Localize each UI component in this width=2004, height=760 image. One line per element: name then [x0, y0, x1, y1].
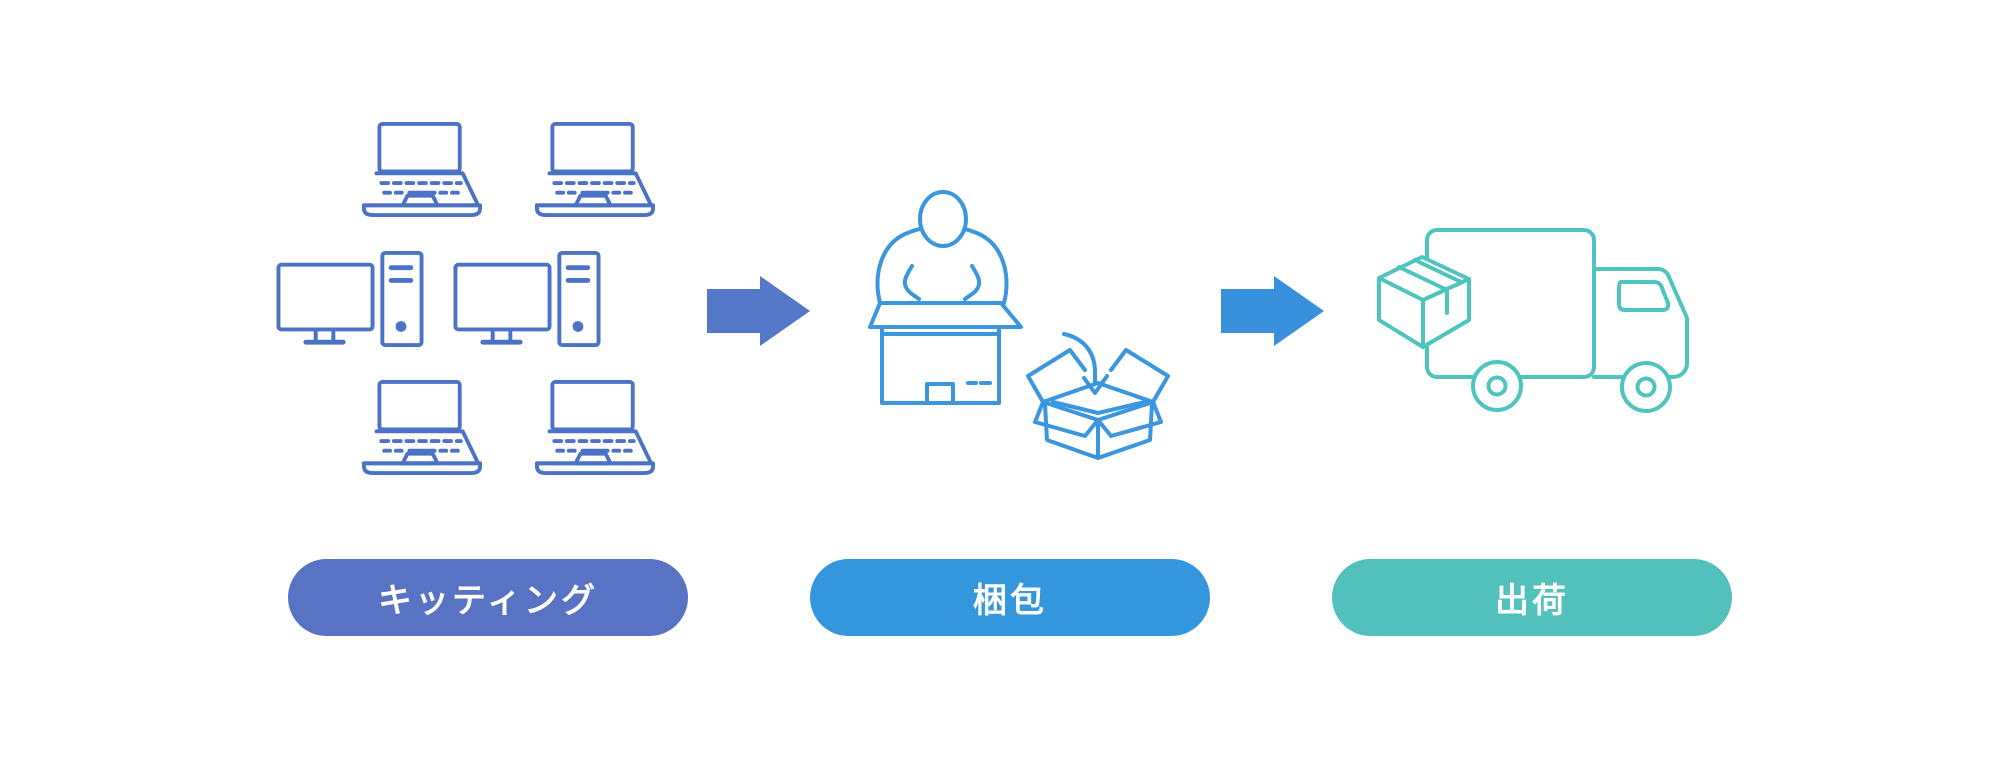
delivery-truck-icon [1371, 226, 1703, 414]
step-label-shipping: 出荷 [1332, 559, 1732, 636]
step-label-kitting: キッティング [288, 559, 688, 636]
right-arrow-icon [1221, 275, 1325, 347]
step-label-text: 出荷 [1495, 582, 1569, 620]
step-label-text: キッティング [378, 582, 598, 620]
person-packing-box-icon [858, 183, 1028, 408]
laptop-icon [534, 379, 656, 476]
step-label-text: 梱包 [973, 582, 1047, 620]
open-box-with-arrow-icon [1025, 330, 1175, 470]
laptop-icon [361, 121, 483, 218]
desktop-pc-icon [452, 251, 602, 349]
desktop-pc-icon [275, 251, 425, 349]
laptop-icon [361, 379, 483, 476]
step-label-packing: 梱包 [810, 559, 1210, 636]
laptop-icon [534, 121, 656, 218]
right-arrow-icon [707, 275, 811, 347]
